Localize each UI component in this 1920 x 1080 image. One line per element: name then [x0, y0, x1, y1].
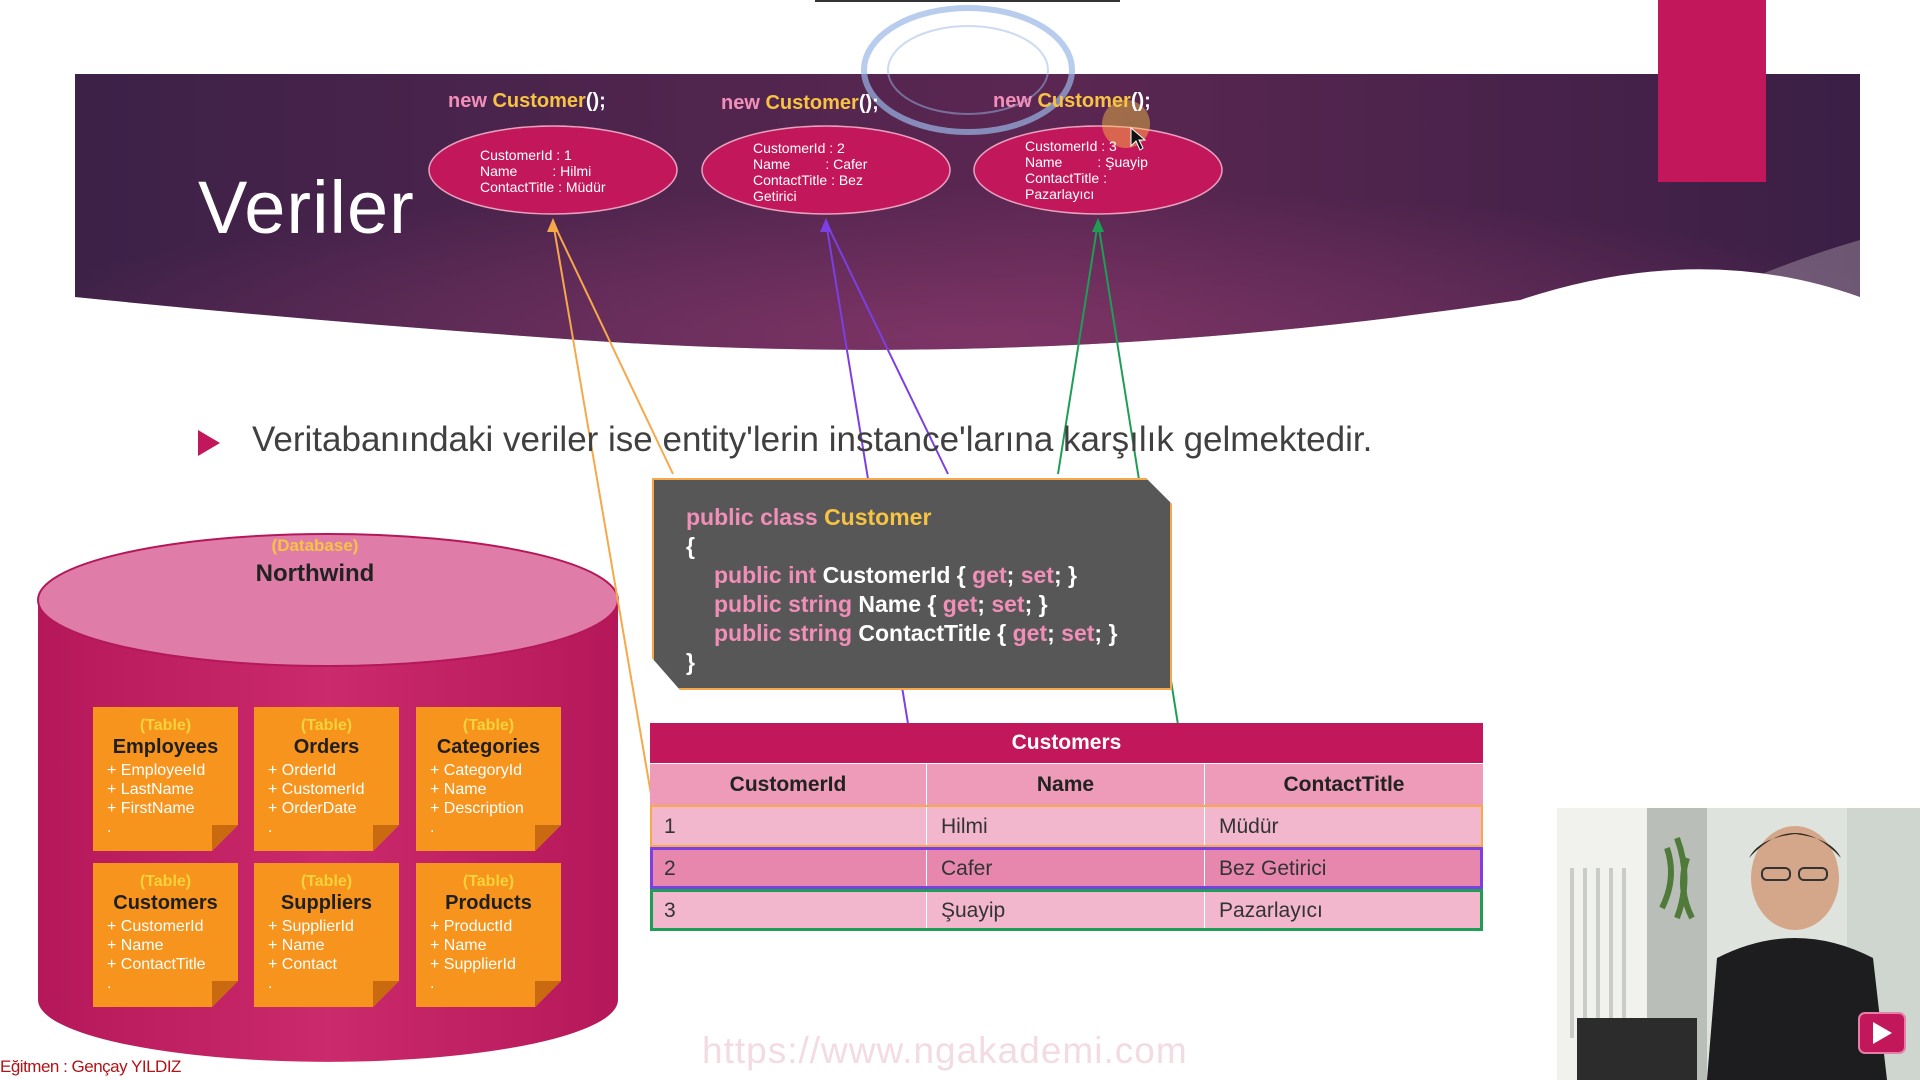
code-close-brace: }: [686, 649, 695, 675]
bullet-text: Veritabanındaki veriler ise entity'lerin…: [252, 420, 1373, 459]
bullet-arrow-icon: [198, 430, 220, 456]
instance-values-1: CustomerId : 1 Name : Hilmi ContactTitle…: [480, 147, 606, 195]
table-row: 1 Hilmi Müdür: [650, 805, 1483, 847]
play-button[interactable]: [1858, 1012, 1906, 1054]
table-header-row: CustomerId Name ContactTitle: [650, 763, 1483, 805]
site-watermark: https://www.ngakademi.com: [702, 1030, 1188, 1071]
instance-values-3: CustomerId : 3 Name : Şuayip ContactTitl…: [1025, 138, 1148, 202]
table-caption: Customers: [650, 723, 1483, 763]
table-note-products: (Table) Products + ProductId+ Name+ Supp…: [416, 863, 561, 1007]
table-note-categories: (Table) Categories + CategoryId+ Name+ D…: [416, 707, 561, 851]
customers-table: Customers CustomerId Name ContactTitle 1…: [650, 723, 1483, 931]
instance-label-2: new Customer();: [721, 92, 879, 114]
table-note-suppliers: (Table) Suppliers + SupplierId+ Name+ Co…: [254, 863, 399, 1007]
table-note-customers: (Table) Customers + CustomerId+ Name+ Co…: [93, 863, 238, 1007]
corner-accent-block: [1658, 0, 1766, 182]
play-icon: [1873, 1022, 1892, 1044]
code-box: public class Customer { public int Custo…: [652, 478, 1172, 690]
table-row: 2 Cafer Bez Getirici: [650, 847, 1483, 889]
code-prop-2: public string Name { get; set; }: [714, 591, 1048, 617]
code-prop-1: public int CustomerId { get; set; }: [714, 562, 1077, 588]
database-caption: (Database) Northwind: [30, 536, 600, 588]
table-note-orders: (Table) Orders + OrderId+ CustomerId+ Or…: [254, 707, 399, 851]
code-open-brace: {: [686, 533, 695, 559]
instance-ellipse-3: [973, 125, 1223, 215]
column-header: ContactTitle: [1205, 764, 1483, 805]
logo-watermark: [861, 5, 1075, 135]
column-header: CustomerId: [650, 764, 927, 805]
table-row: 3 Şuayip Pazarlayıcı: [650, 889, 1483, 931]
database-name: Northwind: [255, 560, 375, 587]
database-kind: (Database): [271, 536, 359, 555]
code-prop-3: public string ContactTitle { get; set; }: [714, 620, 1118, 646]
code-class-line: public class Customer: [686, 504, 932, 530]
instance-label-3: new Customer();: [993, 90, 1151, 112]
instance-ellipse-2: [701, 125, 951, 215]
instructor-credit: Eğitmen : Gençay YILDIZ: [0, 1057, 181, 1076]
instance-label-1: new Customer();: [448, 90, 606, 112]
cursor-icon: [1130, 126, 1147, 151]
instance-ellipse-1: [428, 125, 678, 215]
slide-title: Veriler: [198, 166, 415, 249]
table-note-employees: (Table) Employees + EmployeeId+ LastName…: [93, 707, 238, 851]
instance-values-2: CustomerId : 2 Name : Cafer ContactTitle…: [753, 140, 868, 204]
connector-orange: [552, 221, 674, 801]
column-header: Name: [927, 764, 1205, 805]
